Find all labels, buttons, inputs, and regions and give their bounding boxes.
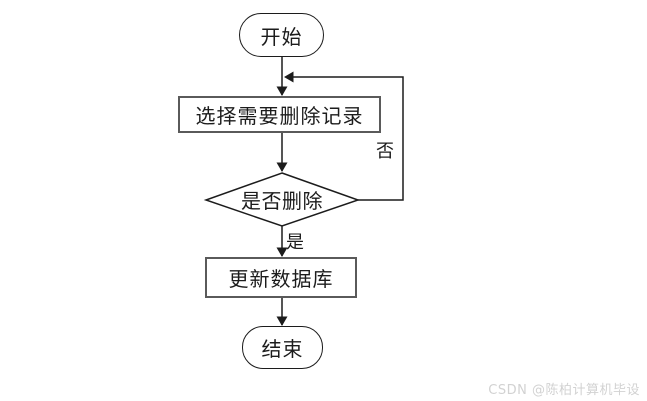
node-delete-decision-label: 是否删除 (241, 189, 323, 213)
watermark: CSDN @陈柏计算机毕设 (488, 383, 640, 398)
node-update-database-label: 更新数据库 (228, 267, 334, 291)
node-start-label: 开始 (260, 24, 303, 49)
arrowhead-down-icon (276, 86, 288, 96)
arrowhead-down-icon (276, 316, 288, 326)
node-end-label: 结束 (261, 337, 304, 361)
arrowhead-left-icon (284, 71, 294, 83)
edge-label-yes: 是 (286, 232, 304, 253)
edge-label-no: 否 (376, 141, 394, 162)
node-start: 开始 (239, 13, 324, 57)
arrowhead-down-icon (276, 162, 288, 172)
node-update-database: 更新数据库 (205, 257, 357, 298)
node-end: 结束 (242, 326, 323, 369)
node-select-records-label: 选择需要删除记录 (195, 104, 364, 128)
node-select-records: 选择需要删除记录 (178, 96, 381, 133)
node-delete-decision: 是否删除 (206, 173, 358, 226)
